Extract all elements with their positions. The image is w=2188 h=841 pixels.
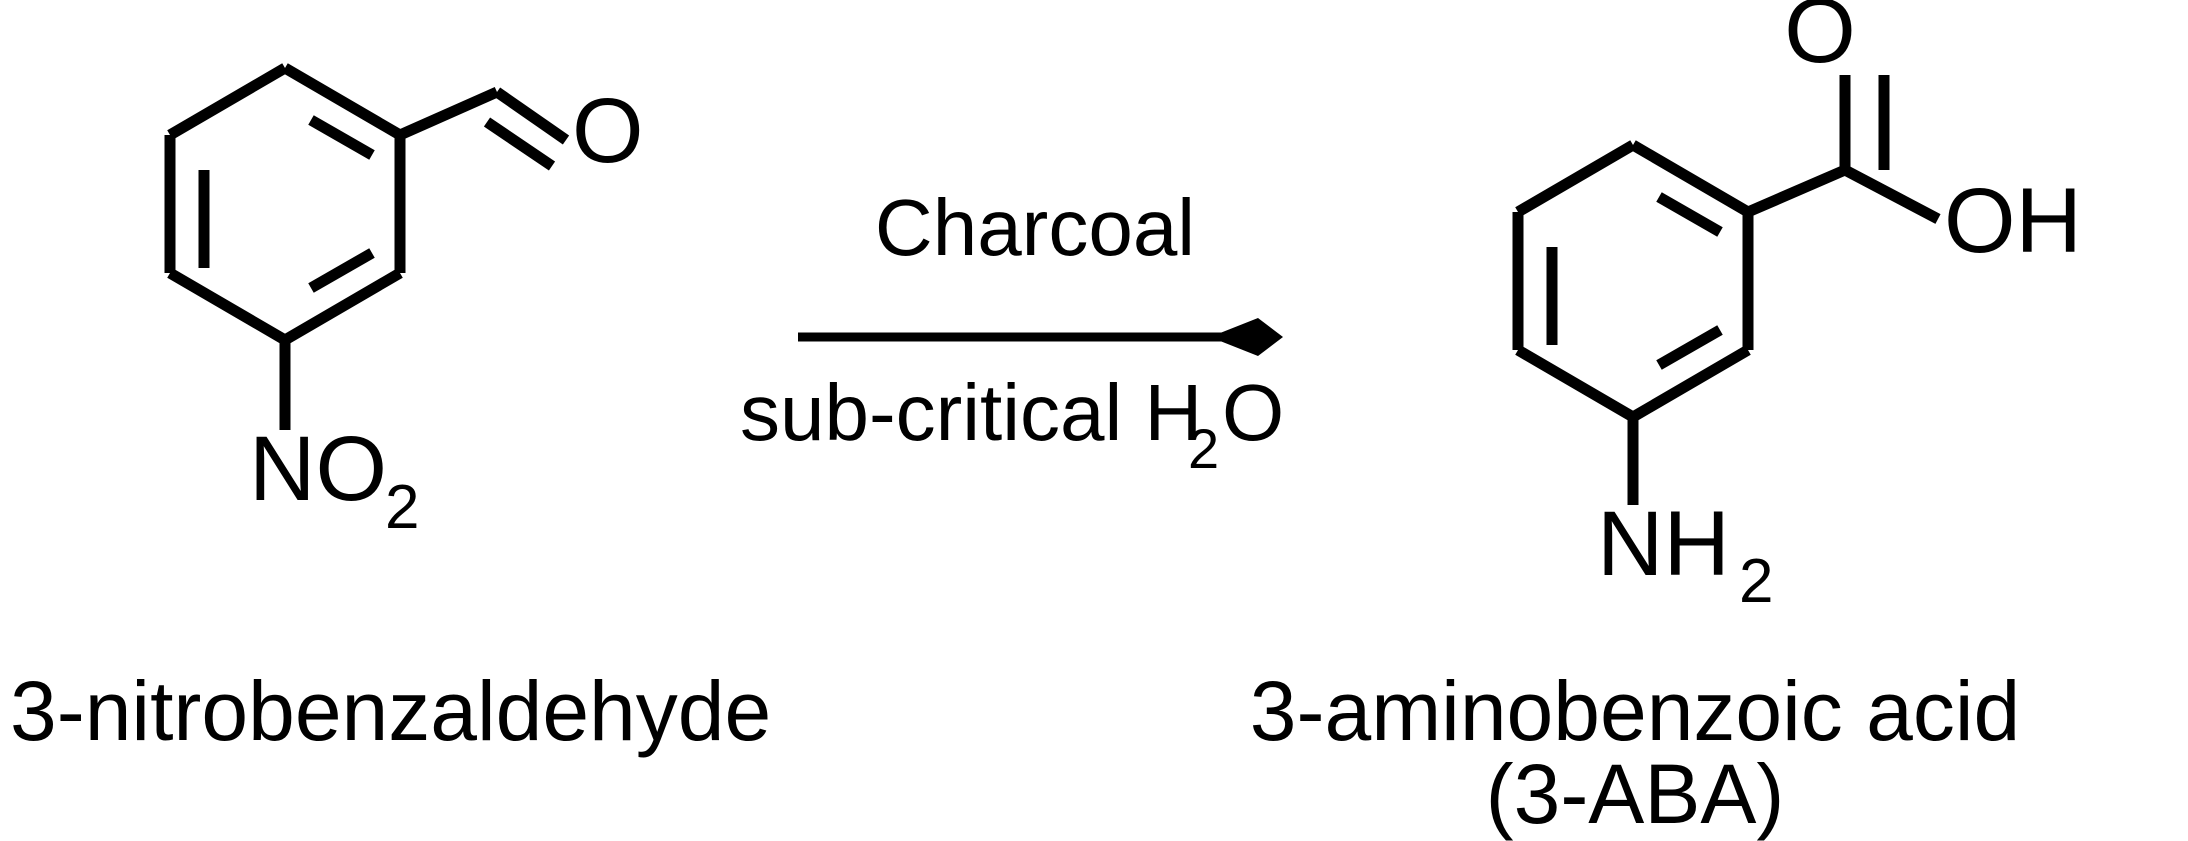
product-caption-line2: (3-ABA) xyxy=(1486,747,1785,841)
arrow-below-label: sub-critical H 2 O xyxy=(740,368,1284,480)
nitro-label-subscript: 2 xyxy=(385,473,419,542)
product-benzene-ring xyxy=(1512,140,1754,422)
reactant-benzene-ring xyxy=(164,63,406,345)
product-carboxyl-group xyxy=(1745,75,1941,224)
reaction-arrow-group: Charcoal sub-critical H 2 O xyxy=(740,183,1284,480)
reactant-aromatic-inner-bonds xyxy=(198,115,375,293)
aldehyde-oxygen-label: O xyxy=(572,80,644,182)
amine-label-main: NH xyxy=(1597,493,1730,595)
reactant-structure: O NO 2 xyxy=(164,63,644,542)
arrow-below-label-tail: O xyxy=(1222,368,1284,457)
arrow-below-label-main: sub-critical H xyxy=(740,368,1202,457)
nitro-group-label: NO 2 xyxy=(249,418,419,542)
amine-group-label: NH 2 xyxy=(1597,493,1773,616)
hydroxyl-label: OH xyxy=(1944,170,2082,272)
carbonyl-oxygen-label: O xyxy=(1784,0,1856,82)
arrow-head xyxy=(1210,318,1283,356)
product-caption-line1: 3-aminobenzoic acid xyxy=(1250,664,2020,758)
nitro-label-main: NO xyxy=(249,418,387,520)
arrow-above-label: Charcoal xyxy=(875,183,1195,272)
amine-label-subscript: 2 xyxy=(1739,547,1773,616)
product-structure: O OH NH 2 xyxy=(1512,0,2082,616)
arrow-below-label-subscript: 2 xyxy=(1188,417,1219,480)
product-aromatic-inner-bonds xyxy=(1546,192,1723,370)
reactant-caption: 3-nitrobenzaldehyde xyxy=(10,664,771,758)
reactant-aldehyde-group xyxy=(397,86,570,171)
